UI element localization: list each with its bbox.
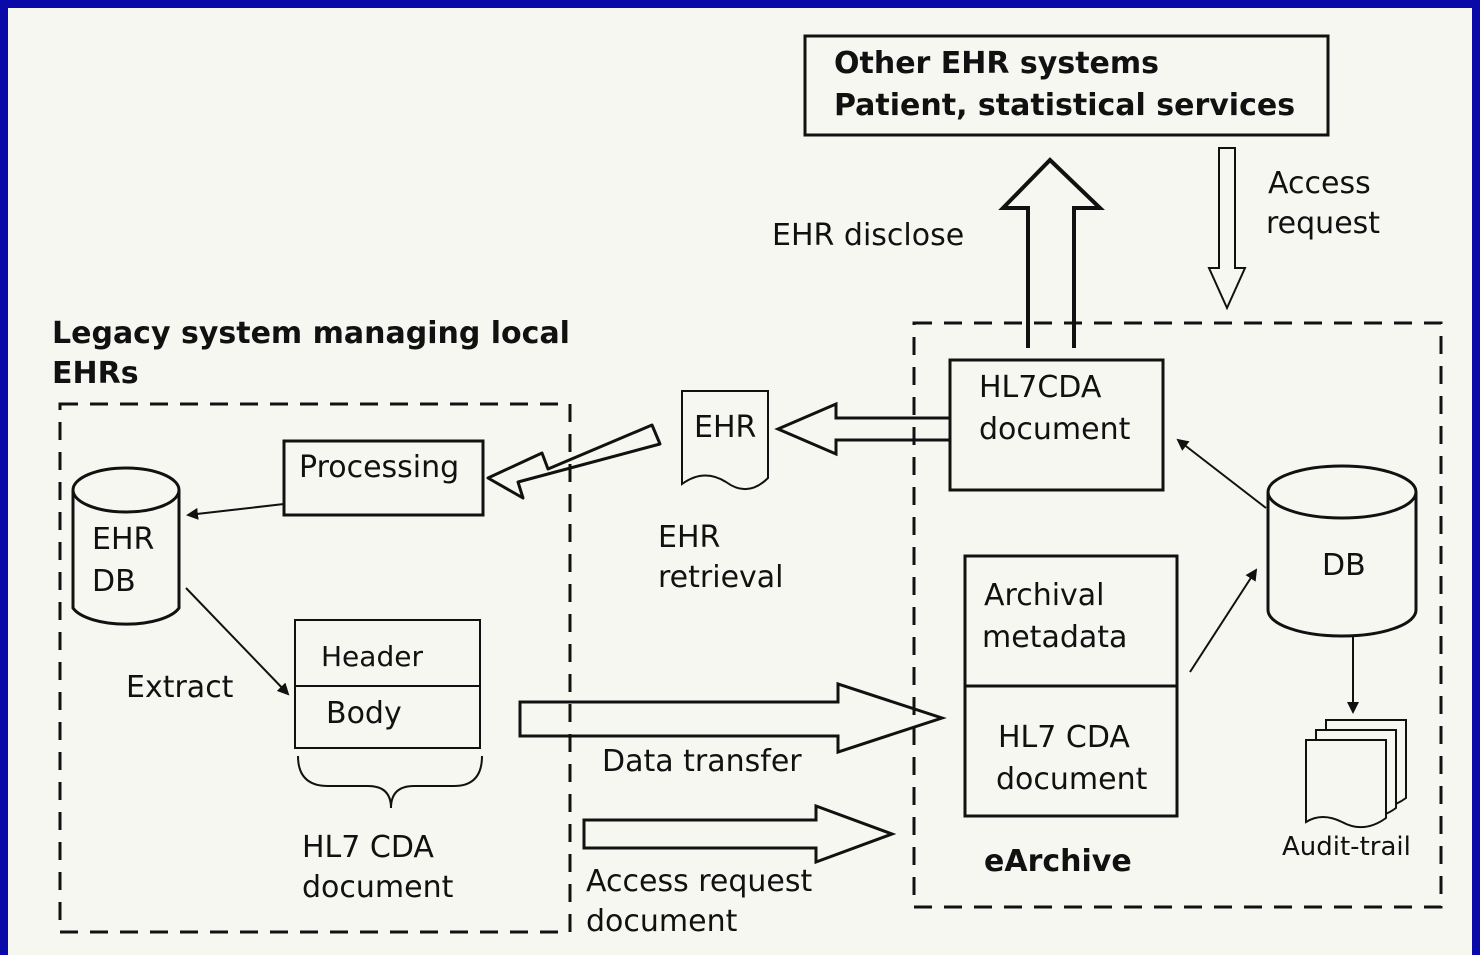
archival-to-db-arrow (1189, 568, 1258, 673)
earchive-label: eArchive (984, 844, 1132, 879)
ehr-retrieval-line2: retrieval (658, 560, 784, 595)
data-transfer-label: Data transfer (602, 744, 802, 779)
hl7cda-box (948, 358, 1165, 492)
access-request-doc-line2: document (586, 904, 738, 939)
access-request-line2: request (1266, 206, 1381, 241)
ehr-to-processing-arrow (486, 423, 662, 500)
processing-label: Processing (299, 450, 460, 485)
audit-trail-pages (1305, 719, 1407, 829)
access-request-doc-line1: Access request (586, 864, 813, 899)
hl7cda-to-ehr-arrow (774, 401, 954, 457)
ehr-db-line2: DB (92, 564, 136, 599)
earchive-dashed-box (912, 321, 1443, 909)
ehr-document-shape (681, 390, 769, 490)
access-request-doc-arrow (582, 803, 897, 865)
legacy-title-line1: Legacy system managing local (52, 316, 570, 351)
header-body-box (294, 619, 481, 749)
ehr-db-cylinder (71, 466, 181, 626)
ehr-retrieval-line1: EHR (658, 520, 721, 555)
hl7cda-line2: document (979, 412, 1131, 447)
body-label: Body (326, 696, 402, 731)
earchive-db-label: DB (1322, 548, 1366, 583)
db-to-hl7cda-arrow (1176, 438, 1267, 509)
archival-line2: metadata (982, 620, 1128, 655)
header-label: Header (321, 640, 423, 673)
other-systems-line2: Patient, statistical services (834, 88, 1296, 123)
diagram-canvas: Other EHR systems Patient, statistical s… (8, 8, 1472, 955)
earchive-db-cylinder (1266, 464, 1418, 638)
cda-brace (297, 755, 483, 809)
extract-label: Extract (126, 670, 234, 705)
legacy-title-line2: EHRs (52, 356, 139, 391)
earchive-cda-line2: document (996, 762, 1148, 797)
data-transfer-arrow (518, 681, 947, 755)
other-systems-line1: Other EHR systems (834, 46, 1160, 81)
audit-trail-label: Audit-trail (1282, 832, 1411, 862)
other-systems-box (803, 34, 1330, 137)
processing-to-db-arrow (186, 503, 285, 520)
ehr-disclose-arrow (998, 157, 1105, 348)
legacy-cda-line2: document (302, 870, 454, 905)
ehr-disclose-label: EHR disclose (772, 218, 965, 253)
access-request-line1: Access (1268, 166, 1371, 201)
ehr-db-line1: EHR (92, 522, 155, 557)
extract-arrow (185, 587, 290, 696)
legacy-cda-line1: HL7 CDA (302, 830, 434, 865)
diagram-graphics (58, 34, 1443, 934)
archival-line1: Archival (984, 578, 1105, 613)
legacy-dashed-box (58, 402, 572, 934)
access-request-down-arrow (1207, 147, 1247, 311)
processing-box (282, 439, 485, 517)
earchive-cda-line1: HL7 CDA (998, 720, 1130, 755)
hl7cda-line1: HL7CDA (979, 370, 1102, 405)
ehr-doc-label: EHR (694, 410, 757, 445)
